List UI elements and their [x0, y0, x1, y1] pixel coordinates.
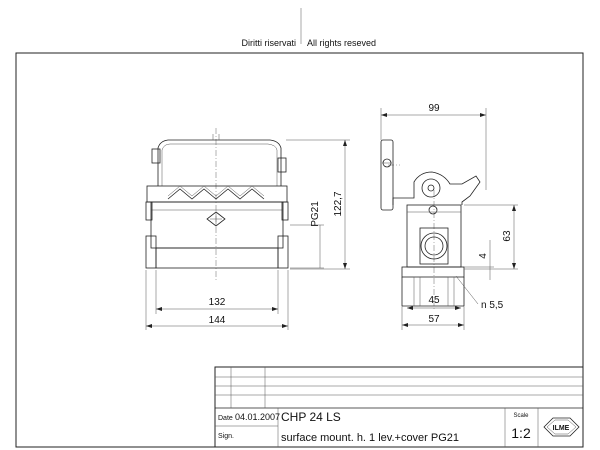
- date-value: 04.01.2007: [235, 412, 280, 422]
- title-block: Date 04.01.2007 Sign. CHP 24 LS surface …: [214, 366, 584, 448]
- dim-99-label: 99: [428, 103, 440, 114]
- dim-45-label: 45: [428, 295, 440, 306]
- front-view: 132 144 PG21 122,7: [145, 128, 350, 330]
- product-code: CHP 24 LS: [281, 410, 341, 424]
- side-gland: [420, 232, 448, 260]
- side-lever: [380, 139, 394, 211]
- dim-pg21-label: PG21: [310, 201, 321, 227]
- front-gasket-zigzag: [167, 188, 265, 200]
- front-cover: [157, 139, 282, 186]
- scale-label: Scale: [513, 413, 529, 419]
- drawing-frame: [15, 52, 584, 448]
- date-label: Date: [218, 415, 233, 422]
- dim-63-label: 63: [502, 230, 513, 242]
- dim-132-label: 132: [209, 297, 226, 308]
- front-logo-icon: [206, 211, 226, 227]
- side-cover: [392, 171, 481, 205]
- hole-leader: [455, 275, 479, 305]
- ilme-logo-icon: ILME: [543, 417, 580, 437]
- dim-hole-label: n 5,5: [481, 300, 504, 311]
- front-gasket: [146, 185, 288, 203]
- front-base: [155, 247, 279, 269]
- side-base: [401, 266, 465, 278]
- side-view: 99 63 4 45 57 n 5,5: [380, 103, 518, 330]
- dim-57-label: 57: [428, 314, 440, 325]
- sign-label: Sign.: [218, 433, 234, 440]
- svg-text:ILME: ILME: [553, 425, 570, 432]
- side-pivot: [421, 178, 441, 198]
- scale-value: 1:2: [511, 425, 531, 441]
- dim-122-7-label: 122,7: [333, 191, 344, 216]
- dim-4-label: 4: [478, 253, 489, 259]
- rights-reserved-it: Diritti riservati: [241, 38, 296, 48]
- front-left-peg: [151, 148, 161, 164]
- dim-144-label: 144: [209, 315, 226, 326]
- front-right-peg: [277, 157, 287, 173]
- rights-reserved-en: All rights reseved: [307, 38, 376, 48]
- product-description: surface mount. h. 1 lev.+cover PG21: [281, 432, 459, 444]
